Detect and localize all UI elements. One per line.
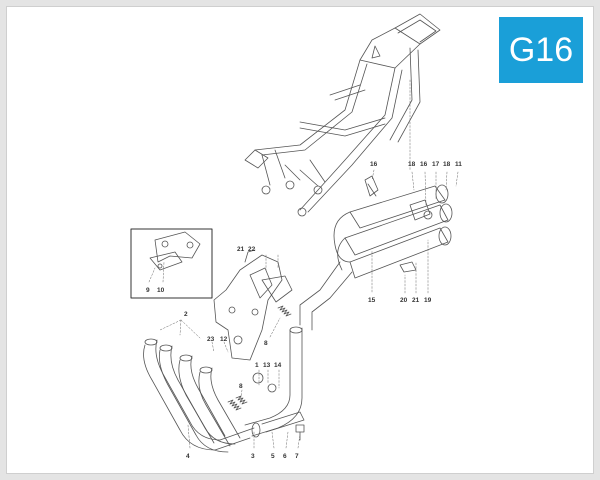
callout-8-spring: 8 — [264, 340, 268, 347]
callout-8-lower: 8 — [239, 383, 243, 390]
callout-21-bracket: 21 — [237, 246, 245, 253]
callout-23: 23 — [207, 336, 215, 343]
muffler-assembly — [299, 175, 453, 331]
callout-5: 5 — [271, 453, 275, 460]
callout-18-right: 18 — [443, 161, 451, 168]
callout-16-right: 16 — [420, 161, 428, 168]
callout-1: 1 — [255, 362, 259, 369]
callout-14: 14 — [274, 362, 282, 369]
callout-7: 7 — [295, 453, 299, 460]
page-code-badge: G16 — [499, 17, 583, 83]
callout-15: 15 — [368, 297, 376, 304]
callout-13: 13 — [263, 362, 271, 369]
callout-labels: 2 21 22 8 23 12 1 13 14 8 4 3 5 6 7 9 10… — [146, 161, 462, 460]
callout-9: 9 — [146, 287, 150, 294]
leader-lines — [148, 79, 459, 449]
callout-17: 17 — [432, 161, 440, 168]
callout-21-muffler: 21 — [412, 297, 420, 304]
callout-12: 12 — [220, 336, 228, 343]
callout-16-left: 16 — [370, 161, 378, 168]
inset-detail-box — [130, 228, 213, 299]
callout-20: 20 — [400, 297, 408, 304]
exhaust-springs — [227, 305, 292, 411]
callout-19: 19 — [424, 297, 432, 304]
rear-subframe — [244, 13, 441, 217]
callout-11: 11 — [455, 161, 462, 168]
diagram-frame — [6, 6, 594, 474]
header-pipes — [143, 326, 305, 453]
callout-22: 22 — [248, 246, 256, 253]
callout-2: 2 — [184, 311, 188, 318]
callout-6: 6 — [283, 453, 287, 460]
callout-4: 4 — [186, 453, 190, 460]
exhaust-hanger-bracket — [213, 249, 293, 361]
callout-18-left: 18 — [408, 161, 416, 168]
callout-10: 10 — [157, 287, 165, 294]
callout-3: 3 — [251, 453, 255, 460]
